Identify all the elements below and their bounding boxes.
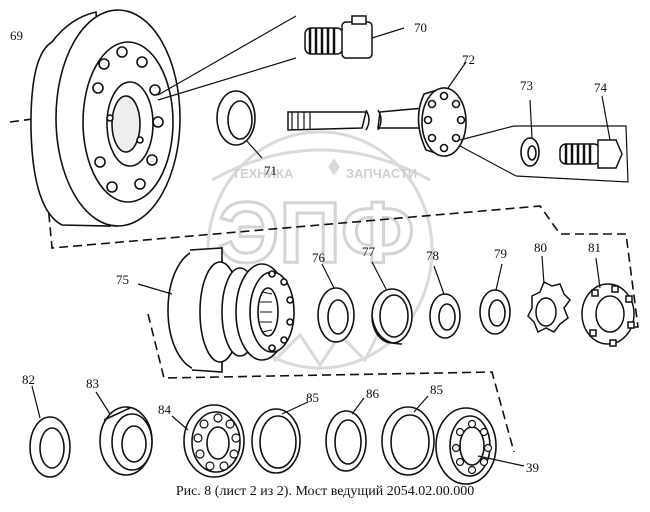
watermark-big-text: ЭПФ [218,185,414,281]
watermark-gear-icon [328,158,340,176]
part-86-ring [325,410,367,472]
label-76: 76 [312,250,326,265]
label-79: 79 [494,246,507,261]
leader-80 [541,255,545,285]
part-70-stud [304,15,373,59]
leader-71 [245,139,263,159]
leader-84 [171,415,189,431]
part-80-tab-washer [527,280,571,334]
part-82-ring [29,416,71,478]
label-80: 80 [534,240,547,255]
label-75: 75 [116,272,129,287]
part-39-bearing [435,407,497,485]
label-77: 77 [362,244,376,259]
part-78-ring [429,293,461,339]
leader-39 [477,455,525,467]
leaders-69-70 [157,15,297,101]
label-78: 78 [426,248,439,263]
part-75-hub-assembly [167,247,295,373]
callout-labels: 69 70 71 72 73 74 75 76 77 78 79 80 81 8… [10,20,608,475]
part-81-nut [581,283,635,347]
label-85-second: 85 [430,382,443,397]
leader-70 [371,27,405,39]
leader-85b [413,395,429,413]
label-69: 69 [10,28,23,43]
leader-74 [601,95,611,141]
leader-85a [281,401,309,415]
leader-83 [95,391,111,415]
outline-lower [147,313,515,453]
label-72: 72 [462,52,475,67]
label-86: 86 [366,386,380,401]
group-outlines [9,117,639,453]
watermark-emblem [253,319,387,368]
part-72-flange [417,86,467,158]
leader-79 [495,263,503,291]
part-69-hub [30,9,181,227]
leader-78 [433,265,445,295]
part-71-ring [216,90,256,146]
part-84-bearing [183,404,245,478]
label-85-first: 85 [306,390,319,405]
label-83: 83 [86,376,99,391]
part-85a-ring [251,408,301,474]
part-83-ring [99,406,153,476]
part-79-ring [479,289,511,335]
label-74: 74 [594,80,608,95]
label-39: 39 [526,460,539,475]
leader-81 [595,257,601,289]
part-76-ring [317,287,355,343]
label-71: 71 [264,163,277,178]
part-axle-shaft [287,107,425,131]
leaders-72-74 [459,125,629,183]
label-81: 81 [588,240,601,255]
outline-upper [9,117,639,328]
leader-82 [31,385,41,419]
label-84: 84 [158,402,172,417]
part-73-washer [520,137,540,167]
part-77-cup [371,288,413,345]
label-70: 70 [414,20,427,35]
watermark-text-right: ЗАПЧАСТИ [346,166,417,181]
part-85b-ring [381,406,435,476]
leader-73 [529,99,533,139]
leader-76 [321,263,335,289]
leader-86 [351,397,365,415]
leader-72 [447,61,467,89]
leader-75 [137,283,173,295]
part-74-bolt [559,139,623,169]
watermark-text-left: ТЕХНИКА [232,166,294,181]
figure-caption: Рис. 8 (лист 2 из 2). Мост ведущий 2054.… [175,484,475,499]
leader-77 [371,261,387,290]
label-82: 82 [22,372,35,387]
label-73: 73 [520,78,533,93]
